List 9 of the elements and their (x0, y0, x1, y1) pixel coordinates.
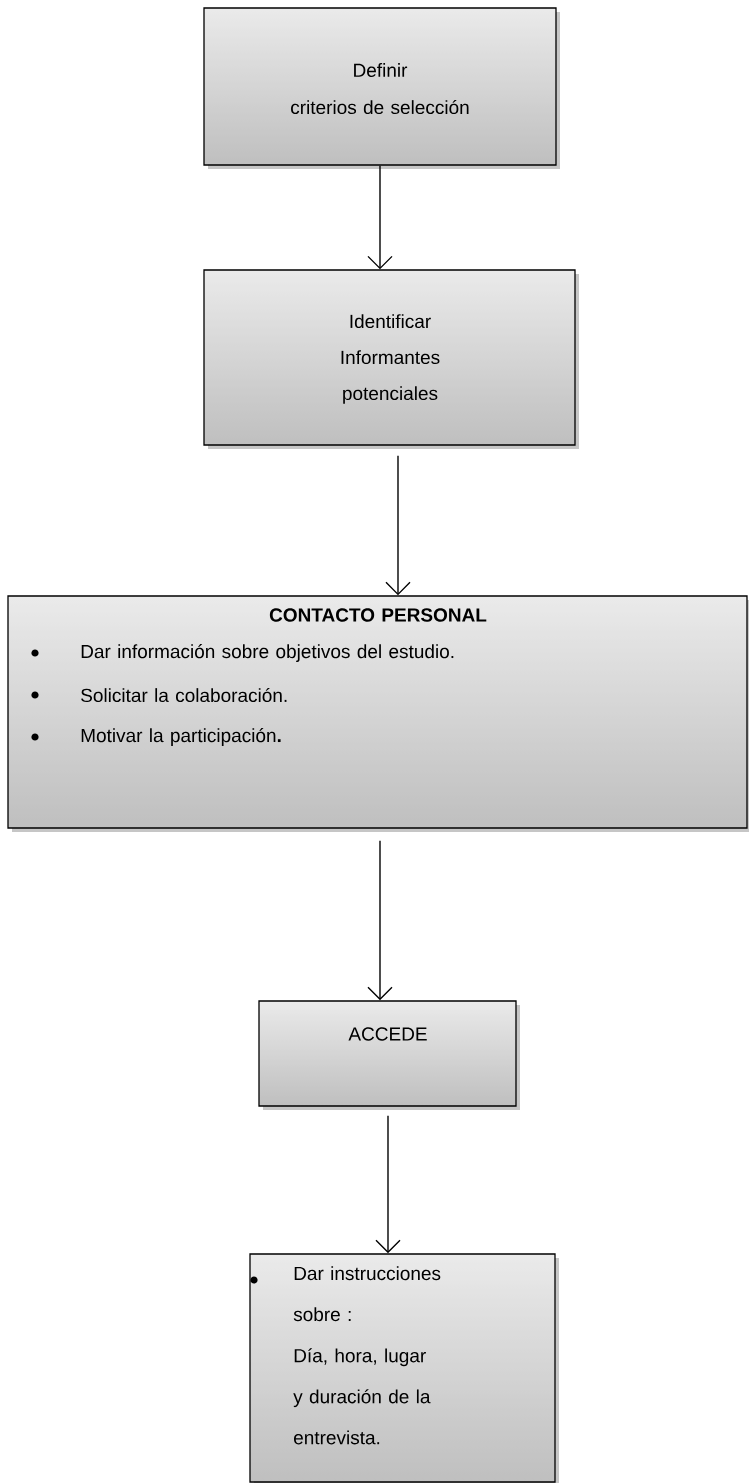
arrow (367, 839, 393, 1001)
process-box: ACCEDE (258, 1000, 520, 1110)
arrow (367, 164, 393, 270)
arrow (375, 1114, 401, 1254)
process-box: Dar instrucciones sobre : Día, hora, lugar y duración de la entrevista. (249, 1253, 559, 1483)
process-box: CONTACTO PERSONAL Dar información sobre objetivos del estudio. Solicitar la colaboración. Motivar la participación. (7, 595, 749, 832)
arrow (385, 454, 411, 596)
process-box: Definir criterios de selección (203, 7, 560, 169)
process-box: Identificar Informantes potenciales (203, 269, 579, 449)
